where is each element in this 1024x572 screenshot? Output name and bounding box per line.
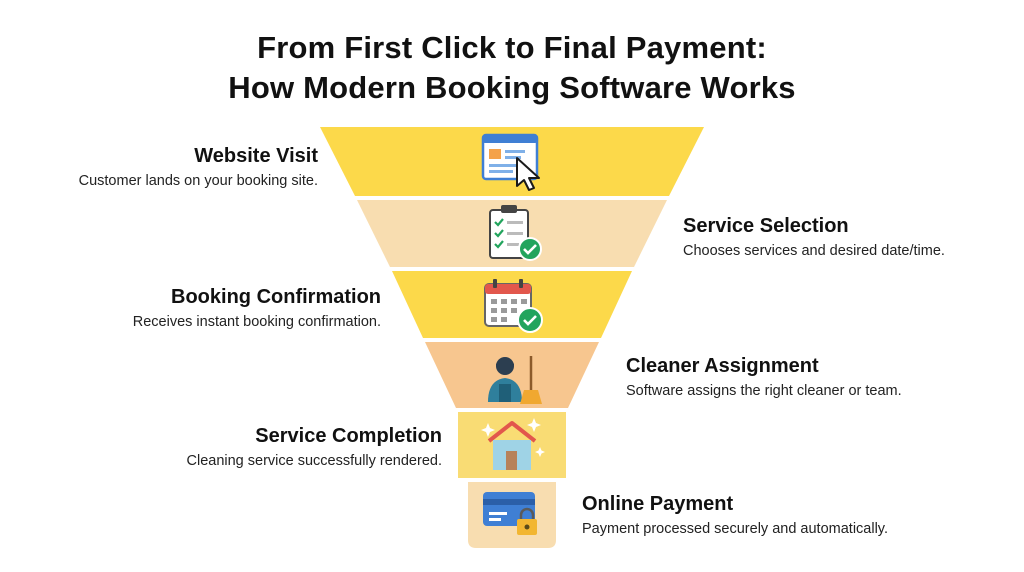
step-website-visit: Website Visit Customer lands on your boo… [0, 144, 318, 191]
step-desc: Chooses services and desired date/time. [683, 243, 945, 259]
calendar-check-icon [484, 279, 543, 333]
step-cleaner-assignment: Cleaner Assignment Software assigns the … [626, 354, 1006, 401]
sparkling-house-icon [481, 418, 545, 470]
step-desc: Software assigns the right cleaner or te… [626, 383, 902, 399]
step-name: Cleaner Assignment [626, 355, 819, 377]
step-name: Online Payment [582, 493, 734, 515]
title-line-1: From First Click to Final Payment: [257, 30, 767, 65]
step-desc: Customer lands on your booking site. [78, 173, 318, 189]
checklist-clipboard-icon [489, 205, 542, 261]
cleaner-broom-icon [488, 356, 542, 404]
step-desc: Receives instant booking confirmation. [132, 314, 381, 330]
step-booking-confirmation: Booking Confirmation Receives instant bo… [1, 285, 381, 332]
step-service-selection: Service Selection Chooses services and d… [683, 214, 1024, 261]
browser-cursor-icon [481, 133, 540, 191]
page-title: From First Click to Final Payment: How M… [0, 28, 1024, 108]
step-name: Website Visit [194, 145, 318, 167]
step-service-completion: Service Completion Cleaning service succ… [62, 424, 443, 471]
step-online-payment: Online Payment Payment processed securel… [582, 492, 962, 539]
title-line-2: How Modern Booking Software Works [228, 70, 796, 105]
step-name: Service Completion [255, 425, 442, 447]
credit-card-lock-icon [483, 492, 537, 535]
step-name: Service Selection [683, 215, 849, 237]
step-desc: Cleaning service successfully rendered. [186, 453, 443, 469]
funnel-stage-cleaner-assignment [425, 342, 599, 408]
step-desc: Payment processed securely and automatic… [582, 521, 888, 537]
step-name: Booking Confirmation [171, 286, 381, 308]
